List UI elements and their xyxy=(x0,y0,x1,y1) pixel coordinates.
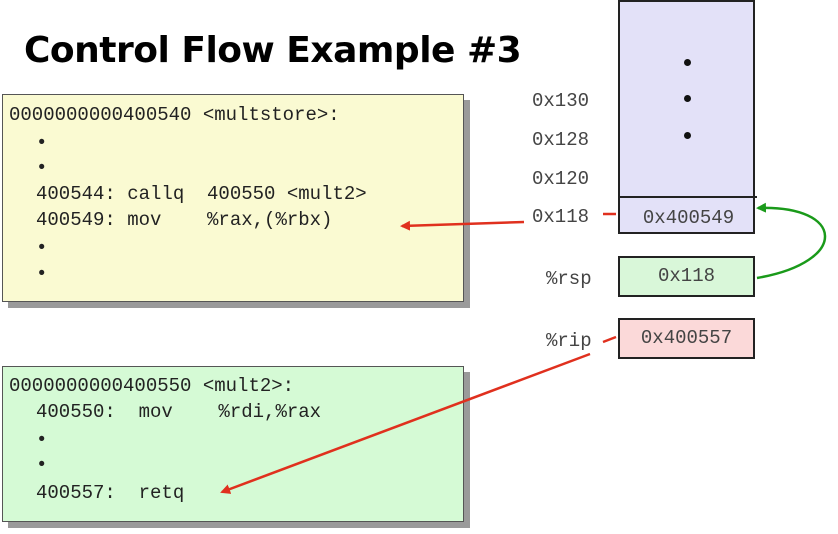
arrow-rip-to-retq xyxy=(220,352,591,494)
multstore-ellipsis-dot: • xyxy=(36,237,48,259)
multstore-callq-line: 400544: callq 400550 <mult2> xyxy=(36,183,367,205)
mult2-retq-line: 400557: retq xyxy=(36,482,185,504)
multstore-ellipsis-dot: • xyxy=(36,263,48,285)
mult2-header-line: 0000000000400550 <mult2>: xyxy=(9,375,295,397)
multstore-mov-line: 400549: mov %rax,(%rbx) xyxy=(36,209,333,231)
mult2-ellipsis-dot: • xyxy=(36,429,48,451)
stack-memory: 0x400549 xyxy=(618,0,757,236)
stack-ellipsis-dot xyxy=(684,132,691,139)
stack-top-cell: 0x400549 xyxy=(620,196,757,236)
multstore-ellipsis-dot: • xyxy=(36,132,48,154)
mult2-ellipsis-dot: • xyxy=(36,454,48,476)
stack-ellipsis-dot xyxy=(684,95,691,102)
stack-address-label: 0x128 xyxy=(532,129,590,151)
arrow-0x118-to-return-address xyxy=(400,220,525,231)
rsp-register-label: %rsp xyxy=(546,268,592,290)
rip-register-label: %rip xyxy=(546,330,592,352)
arrow-rip-to-retq xyxy=(602,335,617,344)
mult2-code-box: 0000000000400550 <mult2>: 400550: mov %r… xyxy=(2,366,464,522)
multstore-header-line: 0000000000400540 <multstore>: xyxy=(9,104,340,126)
stack-address-label: 0x118 xyxy=(532,206,590,228)
mult2-mov-line: 400550: mov %rdi,%rax xyxy=(36,401,322,423)
multstore-code-box: 0000000000400540 <multstore>: • • 400544… xyxy=(2,94,464,302)
multstore-ellipsis-dot: • xyxy=(36,157,48,179)
stack-ellipsis-dot xyxy=(684,59,691,66)
slide-title: Control Flow Example #3 xyxy=(24,30,522,71)
rip-register-value: 0x400557 xyxy=(618,318,755,359)
stack-address-label: 0x130 xyxy=(532,90,590,112)
rsp-register-value: 0x118 xyxy=(618,256,755,297)
stack-address-label: 0x120 xyxy=(532,168,590,190)
arrow-rsp-to-stack-top xyxy=(756,202,827,280)
